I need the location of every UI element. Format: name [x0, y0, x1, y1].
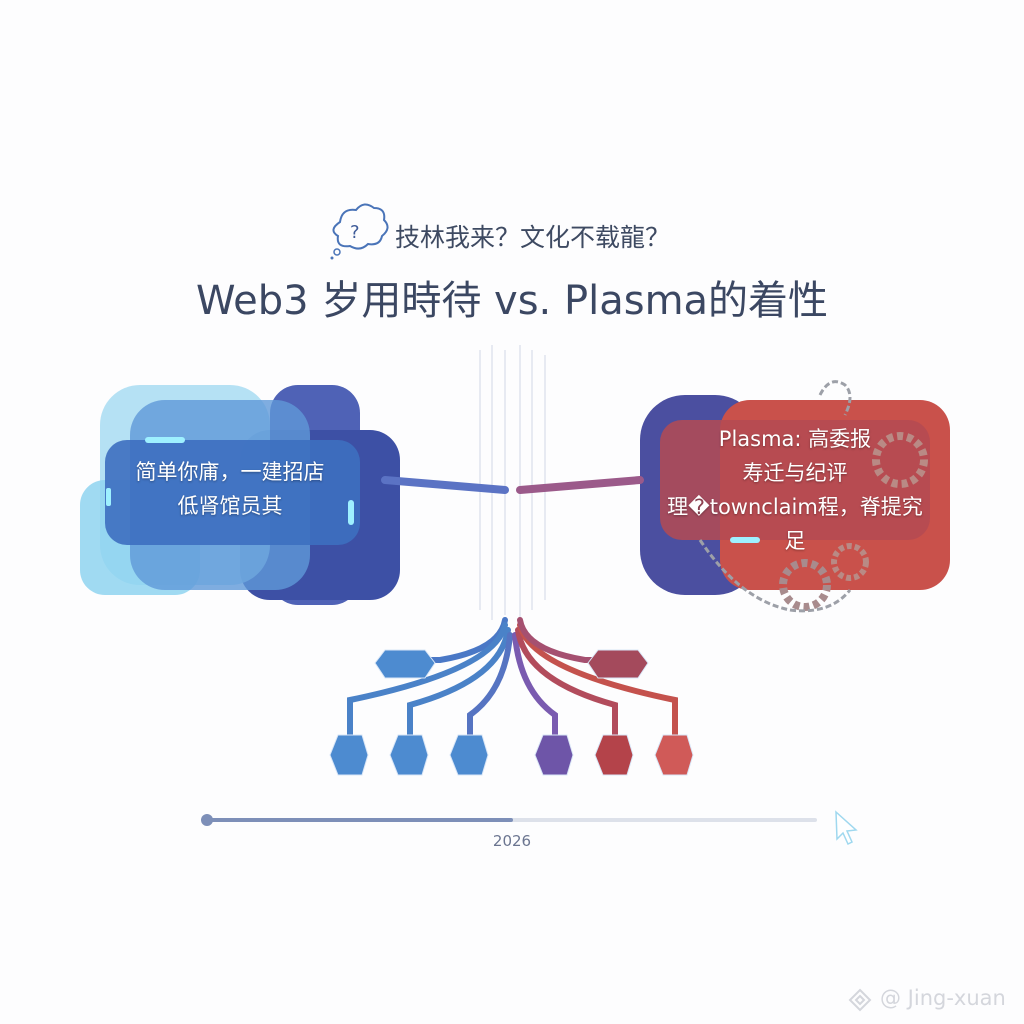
- left-panel-text: 简单你庯，一建招店 低肾馆员其: [100, 455, 360, 523]
- timeline-handle: [201, 814, 213, 826]
- subtitle: 技林我来？文化不载龍？: [395, 223, 671, 252]
- node-hexagons: [329, 649, 694, 776]
- left-line-2: 低肾馆员其: [177, 494, 283, 518]
- thought-bubble-question-icon: ?: [330, 203, 389, 260]
- right-panel-text: Plasma: 高委报 寿迁与纪评 理�townclaim程，脊提究足: [660, 422, 930, 558]
- left-line-1: 简单你庯，一建招店: [135, 460, 325, 484]
- page-title: Web3 岁用時待 vs. Plasma的着性: [195, 278, 829, 324]
- timeline-slider[interactable]: [201, 814, 817, 826]
- right-blob-cluster: [640, 380, 950, 613]
- svg-text:?: ?: [350, 222, 360, 243]
- watermark: @ Jing-xuan: [880, 986, 1006, 1010]
- flow-connectors: [381, 476, 644, 634]
- right-line-1: Plasma: 高委报: [718, 427, 872, 451]
- tree-branches: [347, 617, 678, 738]
- watermark-logo-icon: [848, 988, 872, 1012]
- timeline-year-label: 2026: [492, 832, 532, 850]
- cursor-arrow-icon: [835, 810, 858, 846]
- right-line-3: 理�townclaim程，脊提究足: [667, 495, 923, 553]
- central-signal-lines: [479, 345, 546, 620]
- right-line-2: 寿迁与纪评: [742, 461, 848, 485]
- left-blob-cluster: [80, 385, 400, 605]
